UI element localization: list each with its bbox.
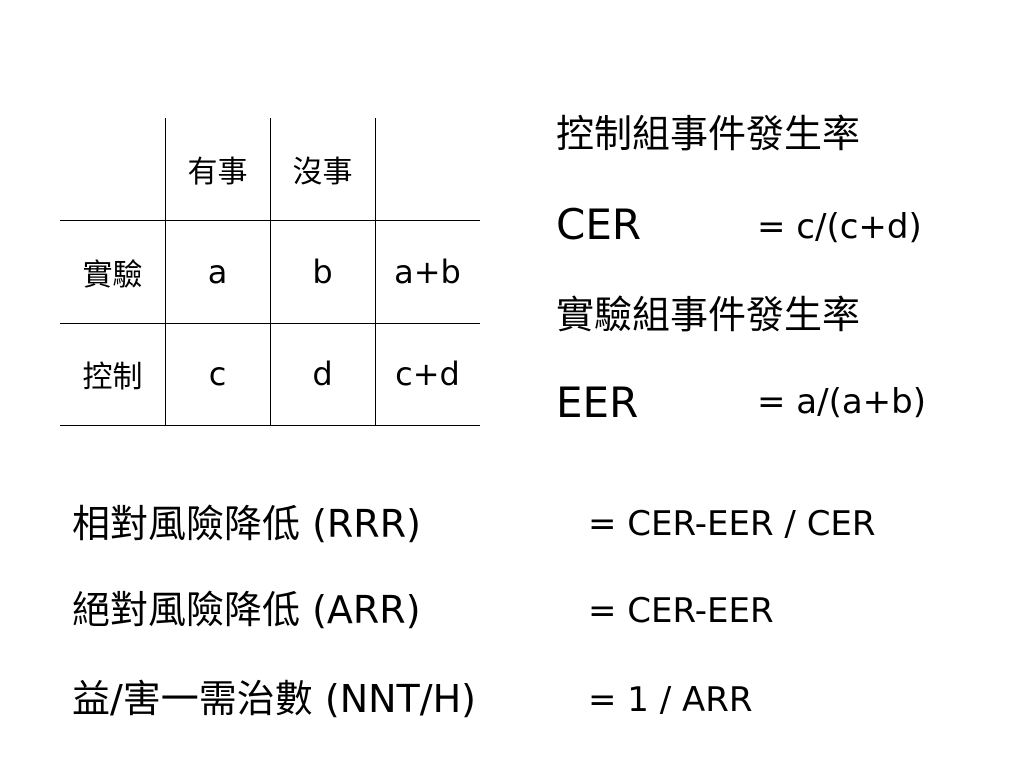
arr-equation: = CER-EER bbox=[588, 591, 774, 631]
nnt-equation: = 1 / ARR bbox=[588, 680, 753, 720]
arr-label: 絕對風險降低 (ARR) bbox=[72, 588, 421, 632]
rrr-label: 相對風險降低 (RRR) bbox=[72, 502, 421, 546]
cell-d: d bbox=[312, 355, 333, 393]
table-divider-1 bbox=[165, 118, 166, 426]
nnt-label: 益/害一需治數 (NNT/H) bbox=[72, 677, 476, 721]
cell-a-plus-b: a+b bbox=[394, 252, 461, 291]
rrr-equation: = CER-EER / CER bbox=[588, 504, 876, 544]
table-divider-2 bbox=[270, 118, 271, 426]
cer-abbr: CER bbox=[556, 200, 642, 249]
col-header-no-event: 沒事 bbox=[292, 155, 353, 190]
table-divider-3 bbox=[375, 118, 376, 426]
contingency-table: 有事 沒事 實驗 a b a+b 控制 c d c+d bbox=[60, 118, 480, 426]
eer-abbr: EER bbox=[556, 378, 639, 427]
row-label-experimental: 實驗 bbox=[82, 257, 143, 293]
col-header-event: 有事 bbox=[187, 155, 248, 190]
cell-b: b bbox=[312, 252, 333, 291]
cer-formula: = c/(c+d) bbox=[757, 207, 922, 247]
cer-definition-text: 控制組事件發生率 bbox=[556, 112, 861, 156]
eer-definition-text: 實驗組事件發生率 bbox=[556, 293, 861, 337]
row-label-control: 控制 bbox=[82, 360, 143, 395]
cell-c: c bbox=[208, 355, 227, 393]
cell-a: a bbox=[207, 252, 228, 291]
eer-formula: = a/(a+b) bbox=[757, 382, 927, 422]
cell-c-plus-d: c+d bbox=[395, 355, 460, 393]
